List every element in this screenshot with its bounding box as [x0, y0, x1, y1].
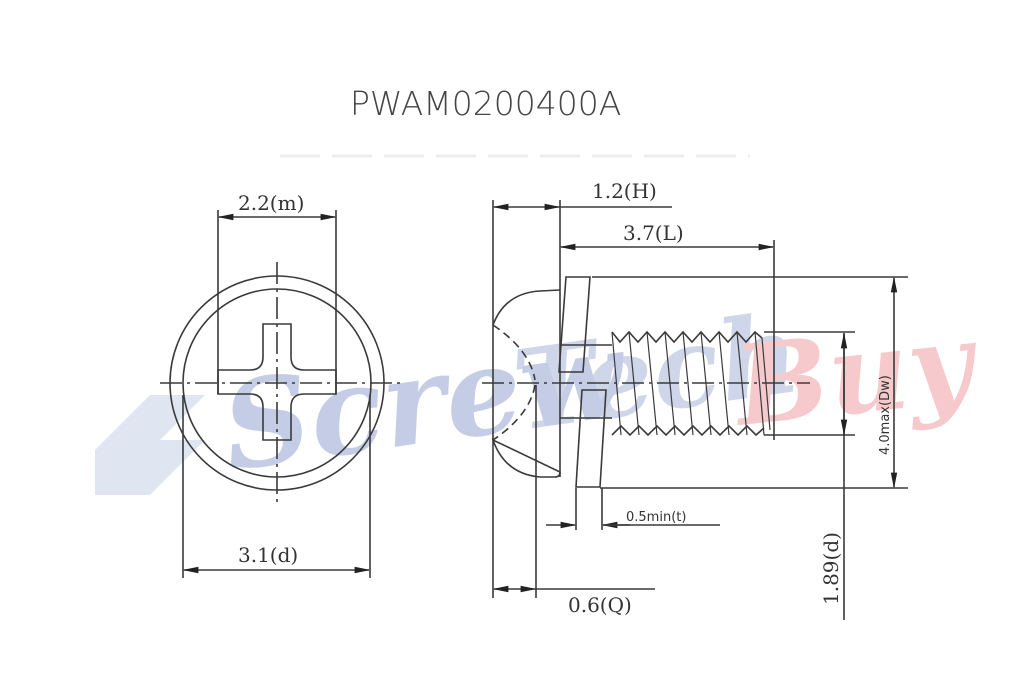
dim-d-side-label: 1.89(d): [819, 532, 843, 605]
dim-Dw-label: 4.0max(Dw): [878, 375, 893, 455]
dim-L-label: 3.7(L): [623, 221, 684, 245]
dim-Q-label: 0.6(Q): [568, 593, 632, 617]
side-view: [482, 200, 908, 620]
part-number-title: PWAM0200400A: [350, 84, 622, 123]
watermark: Screw Tech Buy: [95, 288, 985, 499]
dim-t-label: 0.5min(t): [626, 510, 686, 525]
dim-m-label: 2.2(m): [238, 191, 304, 215]
dim-d-label: 3.1(d): [238, 543, 298, 567]
dim-H-label: 1.2(H): [592, 179, 657, 203]
top-view: [160, 210, 400, 578]
